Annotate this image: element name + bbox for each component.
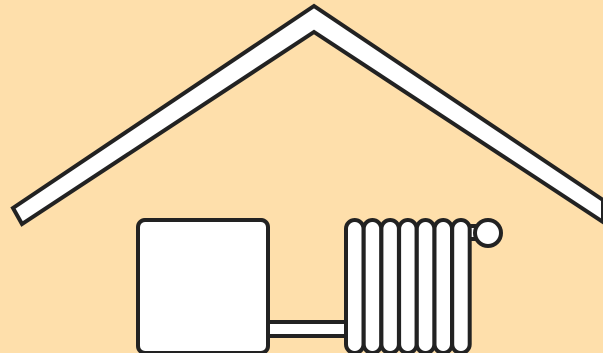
- radiator-fin: [452, 220, 470, 353]
- roof-icon: [13, 6, 603, 224]
- radiator-fin: [399, 220, 417, 353]
- radiator-fin: [381, 220, 399, 353]
- boiler-icon: [138, 220, 268, 353]
- radiator-fin: [346, 220, 364, 353]
- radiator-fin: [417, 220, 435, 353]
- radiator-fin: [435, 220, 453, 353]
- radiator-fin: [364, 220, 382, 353]
- radiator-icon: [346, 220, 470, 353]
- pipe-icon: [264, 322, 352, 336]
